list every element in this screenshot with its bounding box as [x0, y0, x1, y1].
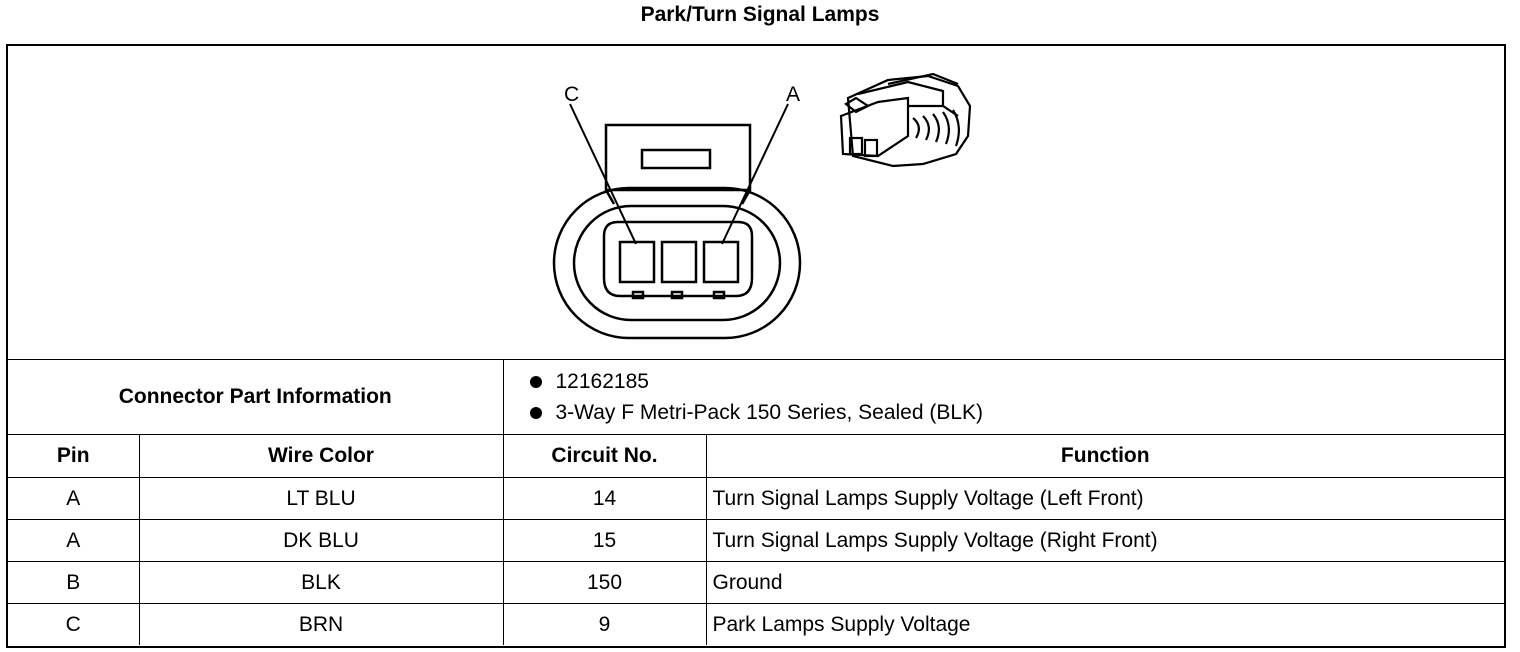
circuit-no-cell: 14 [502, 477, 707, 520]
wire-color-cell: BRN [138, 603, 504, 645]
function-cell: Ground [705, 561, 1504, 604]
pin-cell: C [8, 603, 140, 645]
function-cell: Turn Signal Lamps Supply Voltage (Right … [705, 519, 1504, 562]
connector-latch-block [604, 123, 752, 192]
page-title: Park/Turn Signal Lamps [640, 3, 880, 26]
connector-part-info-label: Connector Part Information [8, 360, 504, 435]
callout-label-c: C [564, 83, 579, 106]
callout-label-a: A [786, 83, 800, 106]
table-row: B BLK 150 Ground [8, 561, 1504, 604]
header-wire-color: Wire Color [138, 434, 504, 478]
pin-cavity-c [618, 240, 656, 284]
connector-type-item: 3-Way F Metri-Pack 150 Series, Sealed (B… [526, 397, 1505, 428]
table-row: A LT BLU 14 Turn Signal Lamps Supply Vol… [8, 477, 1504, 520]
connector-outer-shell [552, 186, 802, 340]
wire-color-cell: LT BLU [138, 477, 504, 520]
pin-cell: A [8, 477, 140, 520]
pin-cell: A [8, 519, 140, 562]
table-row: C BRN 9 Park Lamps Supply Voltage [8, 603, 1504, 645]
header-circuit-no: Circuit No. [502, 434, 707, 478]
connector-isometric-illustration [839, 72, 972, 168]
connector-document: C A [6, 44, 1506, 648]
pin-cell: B [8, 561, 140, 604]
circuit-no-cell: 15 [502, 519, 707, 562]
connector-part-info-row: Connector Part Information 12162185 3-Wa… [8, 360, 1504, 435]
pin-cavity-a [702, 240, 740, 284]
wire-color-cell: DK BLU [138, 519, 504, 562]
circuit-no-cell: 150 [502, 561, 707, 604]
function-cell: Turn Signal Lamps Supply Voltage (Left F… [705, 477, 1504, 520]
connector-part-info-list: 12162185 3-Way F Metri-Pack 150 Series, … [502, 360, 1505, 435]
pin-cavity-b [660, 240, 698, 284]
circuit-no-cell: 9 [502, 603, 707, 645]
part-number-item: 12162185 [526, 366, 1505, 397]
connector-table: Connector Part Information 12162185 3-Wa… [8, 360, 1504, 645]
table-header-row: Pin Wire Color Circuit No. Function [8, 434, 1504, 478]
connector-diagram-panel: C A [8, 46, 1504, 360]
header-function: Function [705, 434, 1504, 478]
header-pin: Pin [8, 434, 140, 478]
callout-line-a [721, 103, 789, 245]
callout-line-c [569, 103, 637, 245]
connector-face-illustration: C A [552, 72, 972, 340]
wire-color-cell: BLK [138, 561, 504, 604]
table-row: A DK BLU 15 Turn Signal Lamps Supply Vol… [8, 519, 1504, 562]
function-cell: Park Lamps Supply Voltage [705, 603, 1504, 645]
